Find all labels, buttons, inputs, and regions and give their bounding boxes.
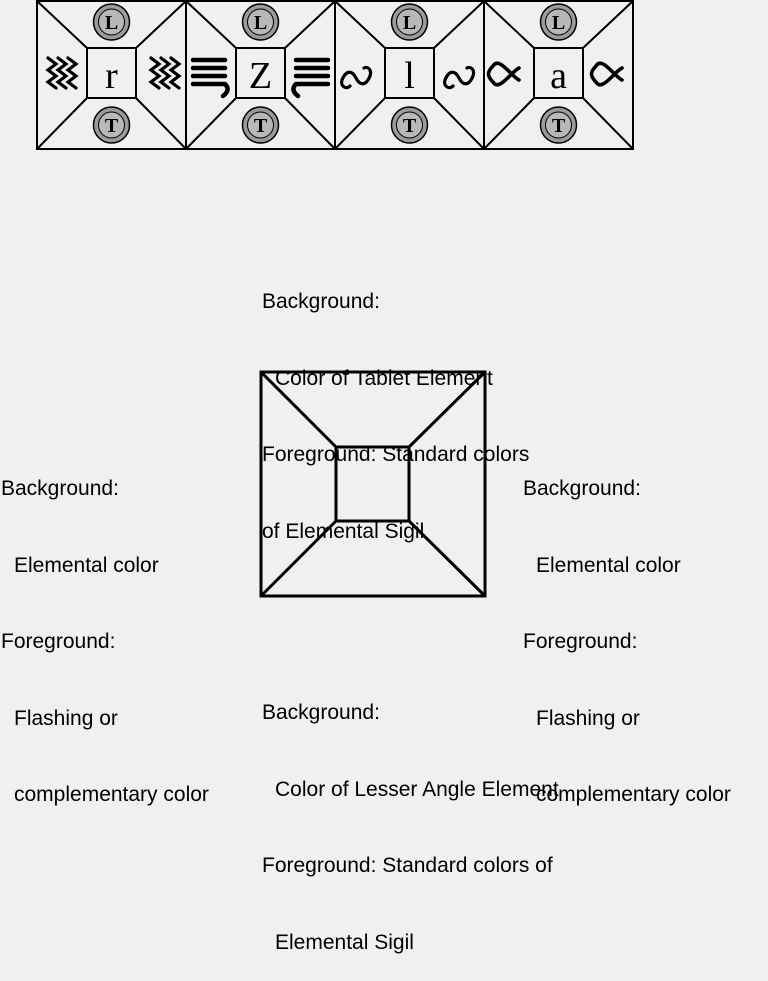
right-label-line2: Elemental color [536,553,681,577]
bottom-label-line2: Color of Lesser Angle Element [275,777,559,801]
left-sigil-icon [486,61,521,87]
right-sigil-icon [148,56,182,90]
tablet-cell-diagonal [36,97,88,150]
top-label: Background: Color of Tablet Element Fore… [262,238,529,570]
bottom-label-line3: Foreground: Standard colors of [262,854,553,877]
tablet-letter: Z [249,55,272,97]
tablet-letter: a [550,55,567,97]
tablet-cell-diagonal [483,0,535,49]
tablet-cell-diagonal [483,97,535,150]
tablet-cell-center [533,47,584,99]
tablet-cell-diagonal [185,0,237,49]
bottom-coin-icon: T [92,106,131,144]
bottom-coin-icon: T [241,106,280,144]
tablet-cell-diagonal [582,97,634,150]
right-label-line3: Foreground: [523,630,638,653]
coin-glyph: L [105,12,118,34]
coin-glyph: L [403,12,416,34]
bottom-coin-icon: T [390,106,429,144]
tablet-cell-center [86,47,137,99]
tablet-cell-diagonal [334,0,386,49]
top-label-line1: Background: [262,290,380,313]
top-label-line3: Foreground: Standard colors [262,443,530,466]
tablet-cell-diagonal [433,97,485,150]
pyramid-diagram [259,370,487,598]
diagonal-top-left [259,370,338,449]
bottom-label-line1: Background: [262,701,380,724]
left-label-line5: complementary color [14,783,209,806]
coin-glyph: T [552,115,566,137]
inner-square [334,445,411,523]
right-sigil-icon [589,61,624,87]
coin-glyph: T [403,115,417,137]
tablet-cell-diagonal [185,97,237,150]
tablet-cell-diagonal [433,0,485,49]
tablet-letter: l [404,55,415,97]
outer-square [259,370,487,598]
coin-glyph: L [254,12,267,34]
tablet-cell: L Ta [483,0,634,150]
right-sigil-icon [443,65,476,90]
tablet-cell-diagonal [135,0,187,49]
tablet-cell-center [384,47,435,99]
bottom-label-line4: Elemental Sigil [275,930,414,954]
right-sigil-icon [291,57,331,99]
tablet-cell-diagonal [135,97,187,150]
tablet-cell-diagonal [334,97,386,150]
top-label-line2: Color of Tablet Element [275,366,493,390]
bottom-label: Background: Color of Lesser Angle Elemen… [262,649,559,981]
left-sigil-icon [340,65,373,90]
left-sigil-icon [45,56,79,90]
diagonal-top-right [407,370,487,449]
top-coin-icon: L [539,3,578,41]
top-coin-icon: L [241,3,280,41]
tablet-cell-diagonal [582,0,634,49]
top-label-line4: of Elemental Sigil [262,519,425,543]
tablet-cell-diagonal [284,0,336,49]
diagonal-bottom-right [407,519,487,598]
diagonal-bottom-left [259,519,338,598]
bottom-coin-icon: T [539,106,578,144]
left-label-line4: Flashing or [14,706,118,730]
top-coin-icon: L [92,3,131,41]
top-coin-icon: L [390,3,429,41]
left-label-line1: Background: [1,477,119,500]
tablet-letter: r [105,55,118,97]
right-label-line1: Background: [523,477,641,500]
left-label-line2: Elemental color [14,553,159,577]
coin-glyph: T [105,115,119,137]
right-label-line4: Flashing or [536,706,640,730]
tablet-cell-diagonal [36,0,88,49]
tablet-cell-frame [483,0,634,150]
tablet-cell-center [235,47,286,99]
tablet-cell-diagonal [284,97,336,150]
left-sigil-icon [190,57,230,99]
coin-glyph: L [552,12,565,34]
coin-glyph: T [254,115,268,137]
left-label: Background: Elemental color Foreground: … [1,425,209,833]
tablet-cell: L Tl [334,0,485,150]
left-label-line3: Foreground: [1,630,116,653]
tablet-cell: L Tr [36,0,187,150]
